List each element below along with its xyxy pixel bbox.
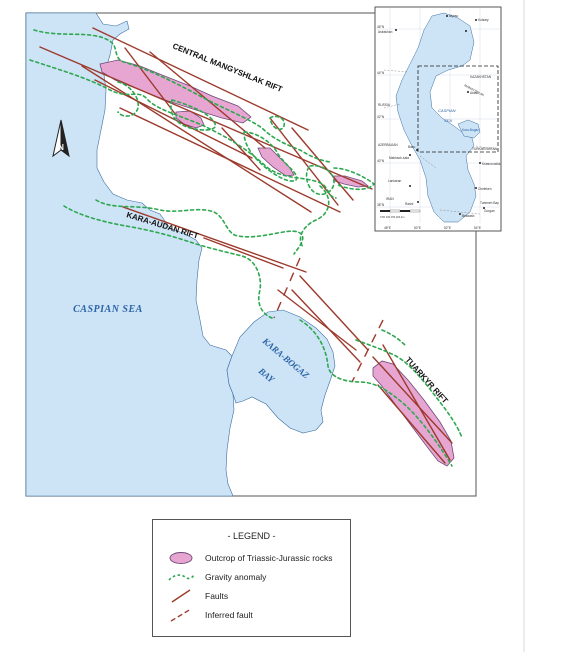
inset-label-bekdash: Bekdash — [462, 214, 475, 218]
legend-item-label: Faults — [205, 591, 229, 601]
inset-kara-bogaz — [457, 119, 481, 139]
inferred-fault — [273, 257, 301, 319]
inset-label-aktau: Aktau — [470, 91, 478, 95]
gravity-anomaly — [95, 199, 304, 255]
fault — [122, 206, 307, 273]
inferred-fault-swatch-icon — [170, 608, 192, 622]
inset-label-lon50: 50°E — [414, 226, 421, 230]
caspian-sea-label: CASPIAN SEA — [73, 304, 143, 315]
legend-item-gravity-anomaly: Gravity anomaly — [167, 569, 266, 585]
gravity-anomaly — [170, 99, 217, 131]
fault — [372, 356, 453, 444]
legend-item-faults: Faults — [167, 588, 228, 604]
inset-label-lat38: 38°N — [377, 203, 385, 207]
legend-title: - LEGEND - — [227, 531, 276, 541]
fault — [382, 344, 451, 461]
inset-label-lat44: 44°N — [377, 71, 385, 75]
outcrop-swatch-icon — [169, 552, 193, 564]
inset-label-lat42: 42°N — [377, 115, 385, 119]
gravity-anomaly — [299, 185, 330, 249]
inset-label-kazakhstan: KAZAKHSTAN — [470, 75, 492, 79]
fault — [291, 127, 354, 201]
inset-label-atyrau: Atyrau — [449, 14, 458, 18]
fault — [92, 27, 309, 131]
inset-label-cheleken: Cheleken — [478, 187, 492, 191]
fault — [81, 65, 312, 213]
inset-label-kara-bogaz: Kara-Bogaz — [462, 128, 479, 132]
gravity-anomaly — [381, 329, 407, 347]
inset-city-dots — [395, 15, 485, 215]
inset-borders — [383, 69, 501, 215]
fault — [299, 275, 369, 351]
fault — [94, 79, 253, 159]
inset-label-turkmen-bay: Turkmen Bay — [480, 201, 499, 205]
kara-bogaz-bay — [226, 309, 336, 434]
inset-label-baku: Baku — [408, 145, 415, 149]
gravity-anomaly — [333, 167, 376, 191]
inset-label-russia: RUSSIA — [378, 103, 391, 107]
inset-label-lon48: 48°E — [384, 226, 391, 230]
north-arrow-label: N — [58, 143, 64, 152]
inset-label-lat46: 46°N — [377, 25, 385, 29]
inset-scale-label: 0 50 100 150 200 km — [380, 215, 404, 219]
gravity-anomaly — [269, 115, 286, 131]
legend-item-inferred-fault: Inferred fault — [167, 607, 253, 623]
inset-label-krasnovodsk: Krasnovodsk — [482, 162, 501, 166]
inset-label-gorgan: Gorgan — [484, 209, 495, 213]
inset-label-lon54: 54°E — [474, 226, 481, 230]
inset-label-sea: SEA — [444, 118, 452, 123]
inset-label-lankaran: Lankaran — [388, 179, 402, 183]
legend-item-label: Inferred fault — [205, 610, 253, 620]
inset-map — [374, 6, 502, 232]
inset-label-kulsary: Kulsary — [478, 18, 489, 22]
gravity-anomaly — [305, 164, 335, 196]
gravity-anomaly-lines — [29, 29, 463, 467]
inset-label-turkmenistan: TURKMENISTAN — [472, 147, 498, 151]
inset-label-lat40: 40°N — [377, 159, 385, 163]
gravity-anomaly — [243, 131, 298, 182]
inset-label-lon52: 52°E — [444, 226, 451, 230]
inset-label-caspian: CASPIAN — [438, 108, 456, 113]
fault — [221, 127, 261, 171]
legend-item-label: Outcrop of Triassic-Jurassic rocks — [205, 553, 333, 563]
fault-swatch-icon — [171, 589, 191, 603]
fault — [119, 107, 341, 213]
inset-label-rasht: Rasht — [405, 202, 413, 206]
gravity-anomaly — [355, 339, 463, 439]
fault — [377, 384, 446, 464]
inset-label-azerbaijan: AZERBAIJAN — [378, 143, 398, 147]
inset-caspian-water — [395, 12, 477, 223]
legend-item-outcrop: Outcrop of Triassic-Jurassic rocks — [167, 550, 333, 566]
fault — [277, 289, 357, 351]
north-arrow-right-half — [60, 119, 70, 158]
inset-scale-bar — [380, 209, 421, 213]
north-arrow — [52, 119, 70, 158]
legend: - LEGEND - Outcrop of Triassic-Jurassic … — [152, 519, 351, 637]
outcrop-middle — [257, 147, 295, 177]
inferred-fault-lines — [273, 257, 384, 383]
legend-item-label: Gravity anomaly — [205, 572, 267, 582]
inset-study-area — [417, 65, 499, 153]
inset-label-beineu: Makhach-kala — [389, 156, 409, 160]
fault — [203, 237, 284, 269]
inferred-fault — [351, 319, 384, 383]
fault — [269, 117, 339, 206]
inset-label-astrakhan: Astrakhan — [378, 30, 393, 34]
fault — [291, 289, 361, 363]
gravity-anomaly — [33, 29, 331, 163]
inset-label-iran: IRAN — [386, 197, 394, 201]
gravity-anomaly — [63, 205, 273, 319]
gravity-anomaly-swatch-icon — [168, 574, 195, 581]
gravity-anomaly — [117, 81, 139, 117]
fault — [124, 47, 177, 116]
